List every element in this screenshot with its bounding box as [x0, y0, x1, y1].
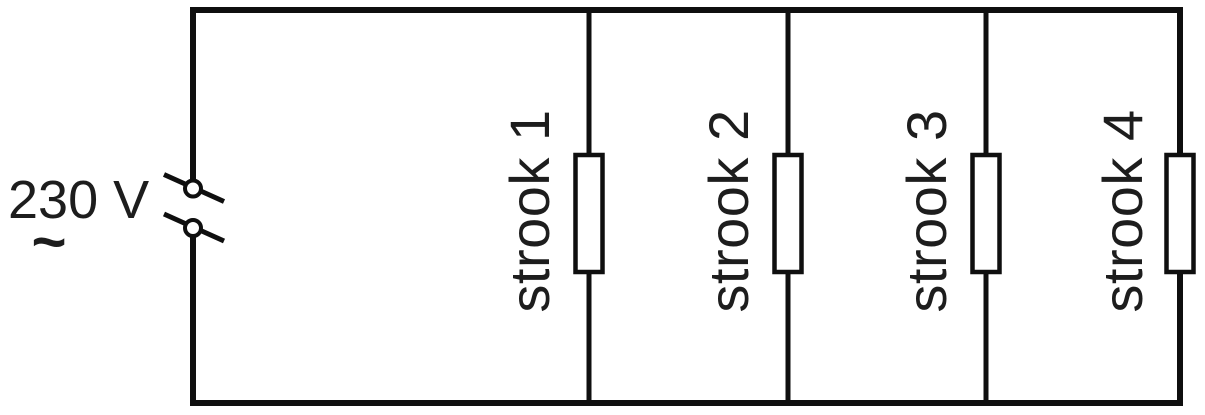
wire-group — [190, 7, 1183, 406]
branch-4-label: strook 4 — [1091, 109, 1154, 312]
resistor-group — [573, 152, 1196, 275]
terminal-circle-bottom-icon — [183, 218, 203, 238]
supply-terminals — [162, 172, 226, 244]
branch-2-label: strook 2 — [697, 109, 760, 312]
label-group: 230 V ~ strook 1 strook 2 strook 3 stroo… — [8, 109, 1154, 312]
resistor-4 — [1164, 152, 1196, 275]
supply-voltage-label: 230 V — [8, 170, 149, 230]
resistor-3 — [970, 152, 1002, 275]
branch-3-label: strook 3 — [895, 109, 958, 312]
resistor-2 — [772, 152, 804, 275]
ac-symbol: ~ — [31, 208, 66, 275]
outer-wire-frame — [190, 7, 1183, 406]
terminal-circle-top-icon — [183, 178, 203, 199]
resistor-1 — [573, 152, 605, 275]
branch-1-label: strook 1 — [498, 109, 561, 312]
